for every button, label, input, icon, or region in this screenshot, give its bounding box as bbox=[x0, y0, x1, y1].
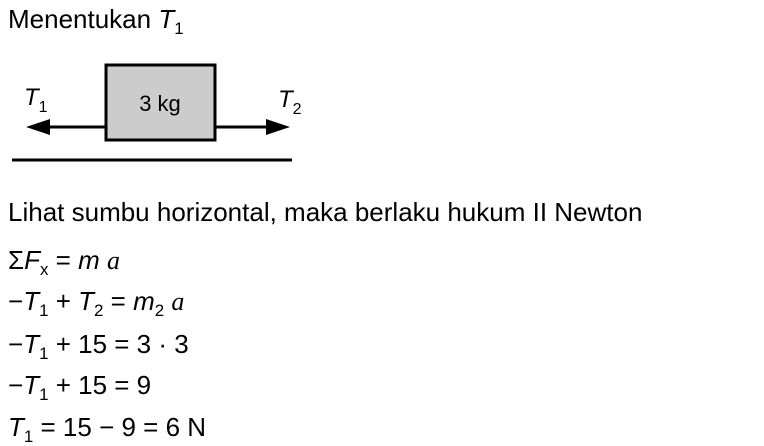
force-label-t1-sub: 1 bbox=[39, 99, 48, 116]
t1-sub: 1 bbox=[39, 384, 49, 404]
equation-1: ΣFx = m a bbox=[8, 245, 120, 279]
sigma-symbol: Σ bbox=[8, 245, 25, 275]
heading-symbol-sub: 1 bbox=[174, 18, 184, 38]
force-symbol: F bbox=[24, 245, 40, 275]
mass-symbol: m bbox=[133, 286, 155, 316]
heading-symbol: T bbox=[158, 4, 175, 34]
free-body-diagram: 3 kg T1 T2 bbox=[12, 63, 302, 162]
equation-rest: = 15 − 9 = 6 N bbox=[33, 412, 207, 442]
t1-symbol: T bbox=[8, 412, 24, 442]
accel-symbol: a bbox=[171, 287, 185, 316]
intro-text: Lihat sumbu horizontal, maka berlaku huk… bbox=[8, 197, 643, 227]
force-label-t1-symbol: T bbox=[24, 84, 41, 111]
mass-block bbox=[104, 63, 217, 142]
minus-sign: − bbox=[8, 370, 24, 400]
force-label-t2-symbol: T bbox=[278, 86, 295, 113]
plus-sign: + bbox=[48, 286, 79, 316]
equals: = bbox=[48, 245, 79, 275]
force-arrow-t2 bbox=[215, 119, 290, 135]
force-label-t2-sub: 2 bbox=[293, 101, 302, 118]
force-label-t2: T2 bbox=[278, 86, 302, 118]
t1-sub: 1 bbox=[39, 343, 49, 363]
t1-symbol: T bbox=[23, 370, 40, 400]
heading: Menentukan T1 bbox=[8, 4, 184, 37]
minus-sign: − bbox=[8, 329, 24, 359]
block-label: 3 kg bbox=[139, 91, 181, 116]
t1-sub: 1 bbox=[23, 426, 34, 446]
minus-sign: − bbox=[8, 286, 24, 316]
equals: = bbox=[103, 286, 134, 316]
t2-symbol: T bbox=[78, 286, 95, 316]
equation-rest: + 15 = 9 bbox=[48, 370, 152, 400]
equation-3: −T1 + 15 = 3 · 3 bbox=[8, 329, 189, 362]
t1-symbol: T bbox=[23, 286, 40, 316]
mass-sub: 2 bbox=[154, 300, 165, 320]
force-arrow-t1 bbox=[26, 119, 106, 135]
equation-5: T1 = 15 − 9 = 6 N bbox=[8, 412, 207, 445]
t1-symbol: T bbox=[23, 329, 40, 359]
force-label-t1: T1 bbox=[24, 84, 48, 116]
accel-symbol: a bbox=[106, 246, 120, 275]
equation-4: −T1 + 15 = 9 bbox=[8, 370, 152, 403]
mass-symbol: m bbox=[78, 245, 100, 275]
equation-2: −T1 + T2 = m2 a bbox=[8, 286, 185, 320]
t1-sub: 1 bbox=[39, 300, 49, 320]
t2-sub: 2 bbox=[94, 300, 104, 320]
space bbox=[100, 245, 107, 275]
force-sub: x bbox=[39, 259, 49, 279]
heading-prefix: Menentukan bbox=[8, 4, 159, 34]
equation-rest: + 15 = 3 · 3 bbox=[48, 329, 189, 359]
